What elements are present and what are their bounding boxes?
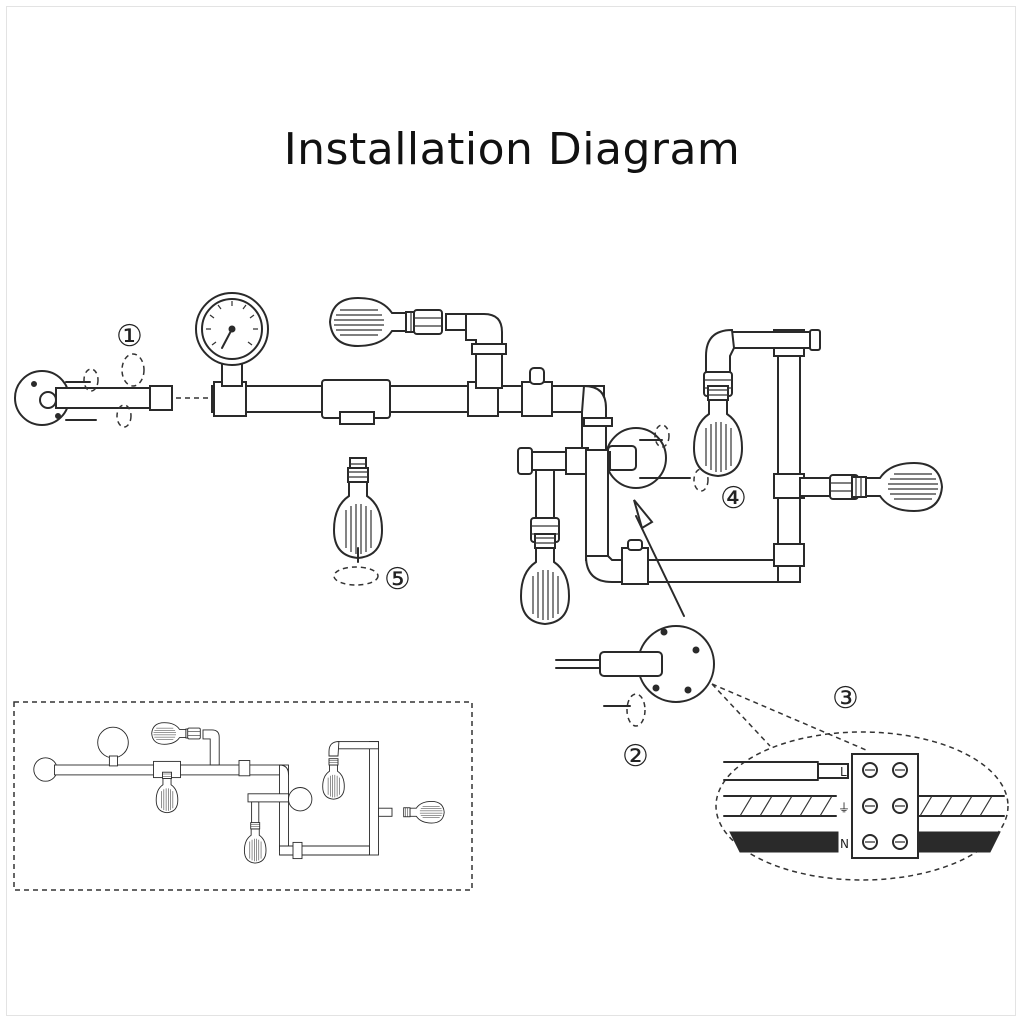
step-1-label: ①	[116, 319, 143, 354]
bulb-top-left	[329, 297, 507, 389]
step-5-label: ⑤	[384, 562, 411, 597]
step-3-label: ③	[832, 681, 859, 716]
image-frame	[6, 6, 1016, 1016]
step-marker-1: ①	[116, 319, 145, 387]
bulb-top-right	[693, 328, 821, 477]
terminal-label-ground: ⏚	[838, 801, 850, 815]
wiring-detail-step-3: ③ L ⏚ N	[711, 681, 1009, 881]
step-4-label: ④	[720, 481, 747, 516]
terminal-label-L: L	[840, 765, 847, 779]
wall-flange-left	[14, 368, 210, 428]
pressure-gauge-icon	[195, 292, 269, 387]
assembled-preview-inset	[13, 701, 473, 891]
bulb-right	[799, 462, 943, 512]
main-pipe-top	[211, 367, 605, 425]
bulb-step-5: ⑤	[333, 457, 411, 597]
canopy-step-2: ②	[555, 499, 715, 774]
elbow-right	[581, 384, 613, 451]
wall-flange-step-4: ④	[605, 424, 747, 516]
pipe-lower-loop	[584, 329, 805, 585]
diagram-title: Installation Diagram	[283, 124, 741, 175]
terminal-label-N: N	[840, 837, 849, 851]
step-2-label: ②	[622, 739, 649, 774]
